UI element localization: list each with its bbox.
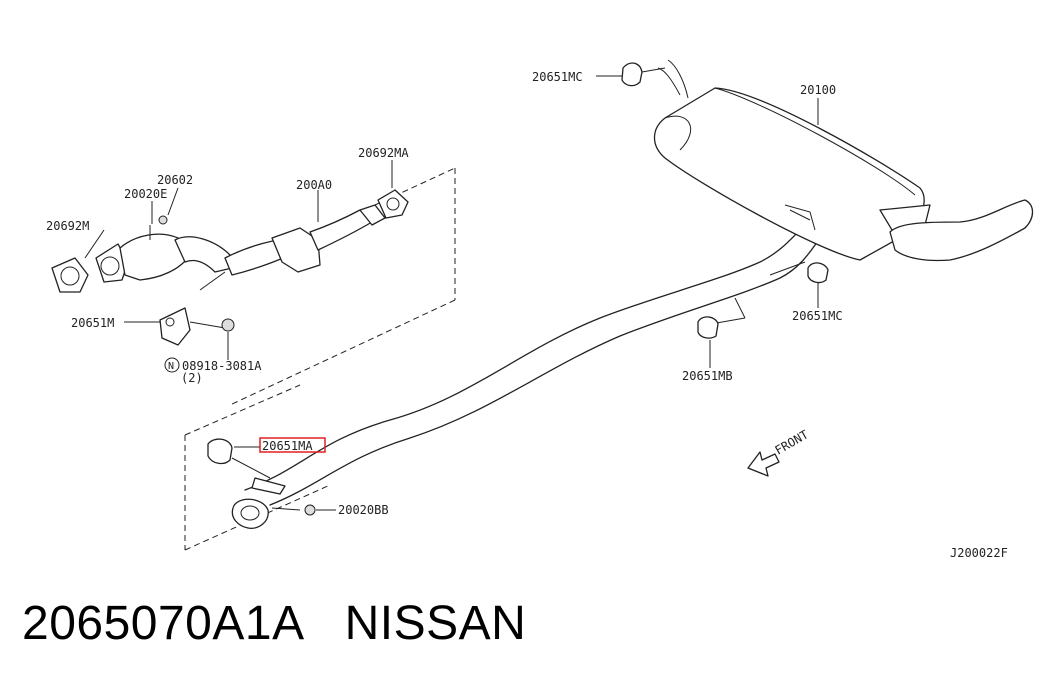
- bolt-callout: N 08918-3081A (2): [164, 357, 262, 385]
- front-mount: [159, 307, 235, 346]
- label-bolt-part: 08918-3081A: [182, 359, 262, 373]
- front-nut: [304, 504, 316, 516]
- label-bolt-qty: (2): [181, 371, 203, 385]
- dashed-group-box-rear: [184, 384, 331, 551]
- label-mid-hanger: 20651MB: [682, 369, 733, 383]
- caption-brand: NISSAN: [344, 597, 527, 650]
- label-rear-hanger-top: 20651MC: [532, 70, 583, 84]
- catalytic-converter: [95, 233, 233, 291]
- exhaust-diagram: 20651MC 20100 20692MA 200A0 20602 20020E…: [46, 59, 1034, 560]
- label-rear-muffler: 20100: [800, 83, 836, 97]
- highlighted-part-label[interactable]: 20651MA: [259, 437, 326, 453]
- front-hanger: [207, 438, 286, 495]
- label-front-mount: 20651M: [71, 316, 114, 330]
- center-exhaust-pipe: [244, 229, 821, 506]
- caption-part-number: 2065070A1A: [22, 597, 305, 650]
- front-direction-arrow: [747, 451, 780, 477]
- label-front-hanger: 20651MA: [262, 439, 313, 453]
- bolt-marker: N: [168, 361, 174, 372]
- mid-hanger: [697, 316, 719, 339]
- label-front-gasket: 20692M: [46, 219, 89, 233]
- front-pipe: [224, 204, 386, 276]
- front-gasket: [51, 257, 89, 293]
- dashed-group-box-front: [229, 167, 456, 406]
- label-center-pipe: 200A0: [296, 178, 332, 192]
- highlight-box: [259, 437, 326, 453]
- front-stud: [149, 215, 168, 240]
- part-caption: 2065070A1A NISSAN: [22, 596, 566, 651]
- label-center-gasket: 20692MA: [358, 146, 409, 160]
- label-rear-hanger-right: 20651MC: [792, 309, 843, 323]
- label-front-arrow: FRONT: [773, 427, 811, 457]
- rear-hanger-top: [621, 62, 666, 87]
- rear-hanger-right: [769, 261, 829, 284]
- label-front-stud-2: 20020E: [124, 187, 167, 201]
- center-pipe-front-flange: [231, 498, 301, 529]
- label-front-nut: 20020BB: [338, 503, 389, 517]
- center-gasket: [377, 189, 409, 219]
- rear-muffler: [653, 59, 1034, 262]
- label-diagram-code: J200022F: [950, 546, 1008, 560]
- leader-lines: [84, 75, 819, 511]
- label-front-stud: 20602: [157, 173, 193, 187]
